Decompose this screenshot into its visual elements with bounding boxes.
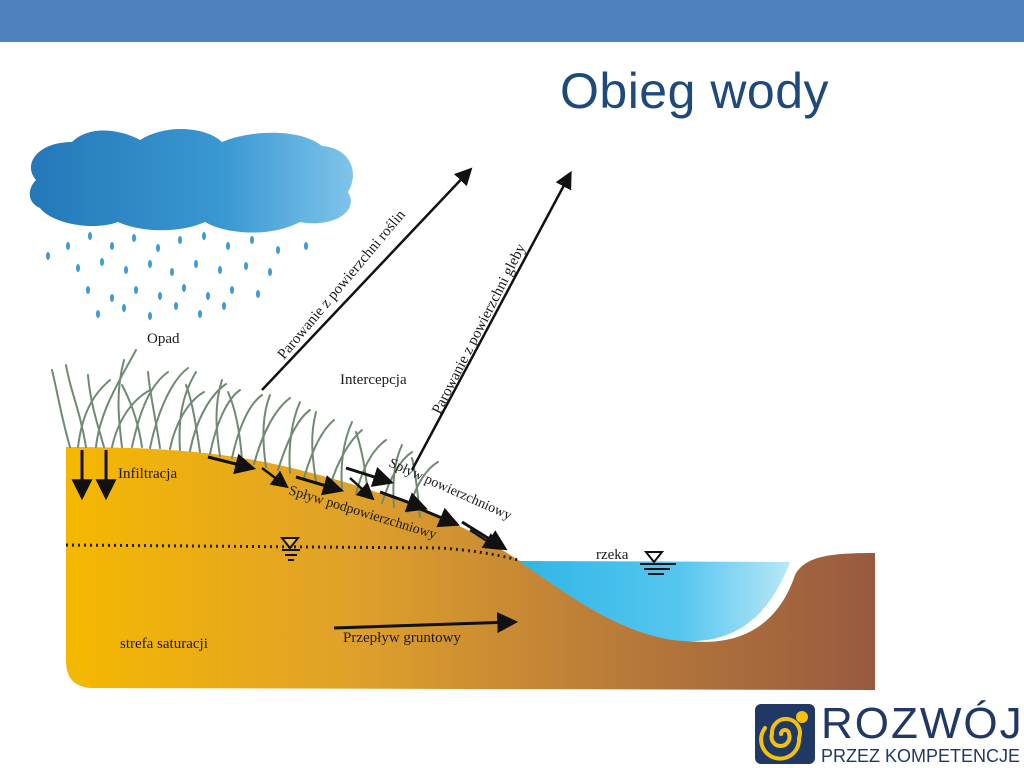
label-saturation-zone: strefa saturacji xyxy=(120,636,208,652)
river-water xyxy=(518,561,790,642)
label-precipitation: Opad xyxy=(147,331,180,347)
slide-title: Obieg wody xyxy=(560,63,830,119)
label-infiltration: Infiltracja xyxy=(118,466,177,482)
label-river: rzeka xyxy=(596,547,629,563)
logo-spiral-icon xyxy=(755,704,815,764)
cloud-icon xyxy=(29,128,353,233)
rozwoj-logo: ROZWÓJ PRZEZ KOMPETENCJE xyxy=(755,699,1024,768)
water-table-symbol-icon xyxy=(279,537,301,561)
top-bar xyxy=(0,0,1024,42)
label-plant-evaporation: Parowanie z powierzchni roślin xyxy=(275,207,409,363)
water-table-line xyxy=(65,543,519,562)
groundwater-flow-arrow xyxy=(333,612,519,634)
river-level-symbol-icon xyxy=(640,551,676,575)
soil-layer xyxy=(66,447,875,690)
logo-word: ROZWÓJ xyxy=(821,699,1024,748)
rain-drops xyxy=(46,232,308,320)
subsurface-runoff-arrows xyxy=(261,467,501,550)
logo-tagline: PRZEZ KOMPETENCJE xyxy=(821,746,1021,766)
soil-evaporation-arrow xyxy=(410,170,572,471)
label-soil-evaporation: Parowanie z powierzchni gleby xyxy=(429,241,529,417)
label-interception: Intercepcja xyxy=(340,372,407,388)
plant-evaporation-arrow xyxy=(261,167,473,391)
label-groundwater-flow: Przepływ gruntowy xyxy=(343,630,461,646)
grass-vegetation xyxy=(51,349,439,518)
